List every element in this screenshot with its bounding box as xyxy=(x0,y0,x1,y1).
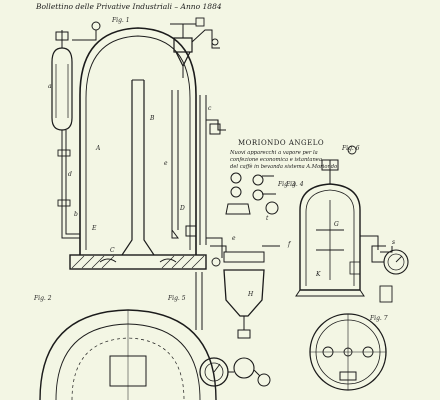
part-letter-C: C xyxy=(110,247,115,254)
fig4-coffee-vessel: Fig. 4 Fig. 6 xyxy=(285,145,379,297)
label-line-2: confezione economica e istantanea xyxy=(230,157,322,163)
fig2-label: Fig. 2 xyxy=(33,295,52,302)
title-label-block: MORIONDO ANGELO Nuovi apparecchi a vapor… xyxy=(229,139,337,170)
part-letter-e: e xyxy=(232,235,236,242)
fig5-filter-funnel: Fig. 5 xyxy=(167,245,280,339)
label-line-1: Nuovi apparecchi a vapore per la xyxy=(229,150,318,156)
label-line-3: del caffè in bevanda sistema A.Moriondo xyxy=(230,163,337,170)
fig7-label: Fig. 7 xyxy=(369,315,388,322)
fig2-base-section: Fig. 2 xyxy=(33,295,271,400)
top-valve-assembly xyxy=(170,17,220,78)
part-letter-b: b xyxy=(74,211,78,218)
filter-cone xyxy=(223,269,265,317)
part-letter-d: d xyxy=(68,171,72,178)
part-letter-A: A xyxy=(95,145,101,152)
part-letter-f: f xyxy=(287,241,292,248)
part-letter-D: D xyxy=(179,205,185,212)
fig1-steam-boiler: Fig. 1 xyxy=(48,17,226,270)
fig3-valve-details: Fig. 3 xyxy=(225,172,296,215)
part-letter-K: K xyxy=(315,271,321,278)
part-letter-a: a xyxy=(48,83,52,90)
part-letter-s: s xyxy=(392,239,395,246)
boiler-central-tube xyxy=(121,80,155,256)
page-header: Bollettino delle Privative Industriali –… xyxy=(35,2,222,11)
part-letter-G: G xyxy=(334,221,339,228)
boiler-dome xyxy=(79,27,197,255)
vessel-body xyxy=(299,183,361,291)
fig6-label: Fig. 6 xyxy=(341,145,360,152)
right-pipe-assembly xyxy=(171,90,226,258)
inventor-name: MORIONDO ANGELO xyxy=(238,139,324,147)
part-letter-B: B xyxy=(149,115,155,122)
boiler-dome-inner xyxy=(85,35,191,250)
part-letter-E: E xyxy=(91,225,97,232)
fig5-label: Fig. 5 xyxy=(167,295,186,302)
water-gauge-column xyxy=(51,21,101,239)
boiler-base-plate xyxy=(69,254,207,270)
fig7-gauge-face: Fig. 7 xyxy=(309,313,388,391)
pressure-gauge-fig xyxy=(371,245,409,303)
part-letter-H: H xyxy=(247,291,254,298)
part-letter-c: c xyxy=(208,105,212,112)
part-letter-F: e xyxy=(164,160,168,167)
part-letter-t: t xyxy=(266,215,269,222)
fig4-label: Fig. 4 xyxy=(285,181,304,188)
fig3-label: Fig. 3 xyxy=(277,181,296,188)
fig1-label: Fig. 1 xyxy=(111,17,130,24)
